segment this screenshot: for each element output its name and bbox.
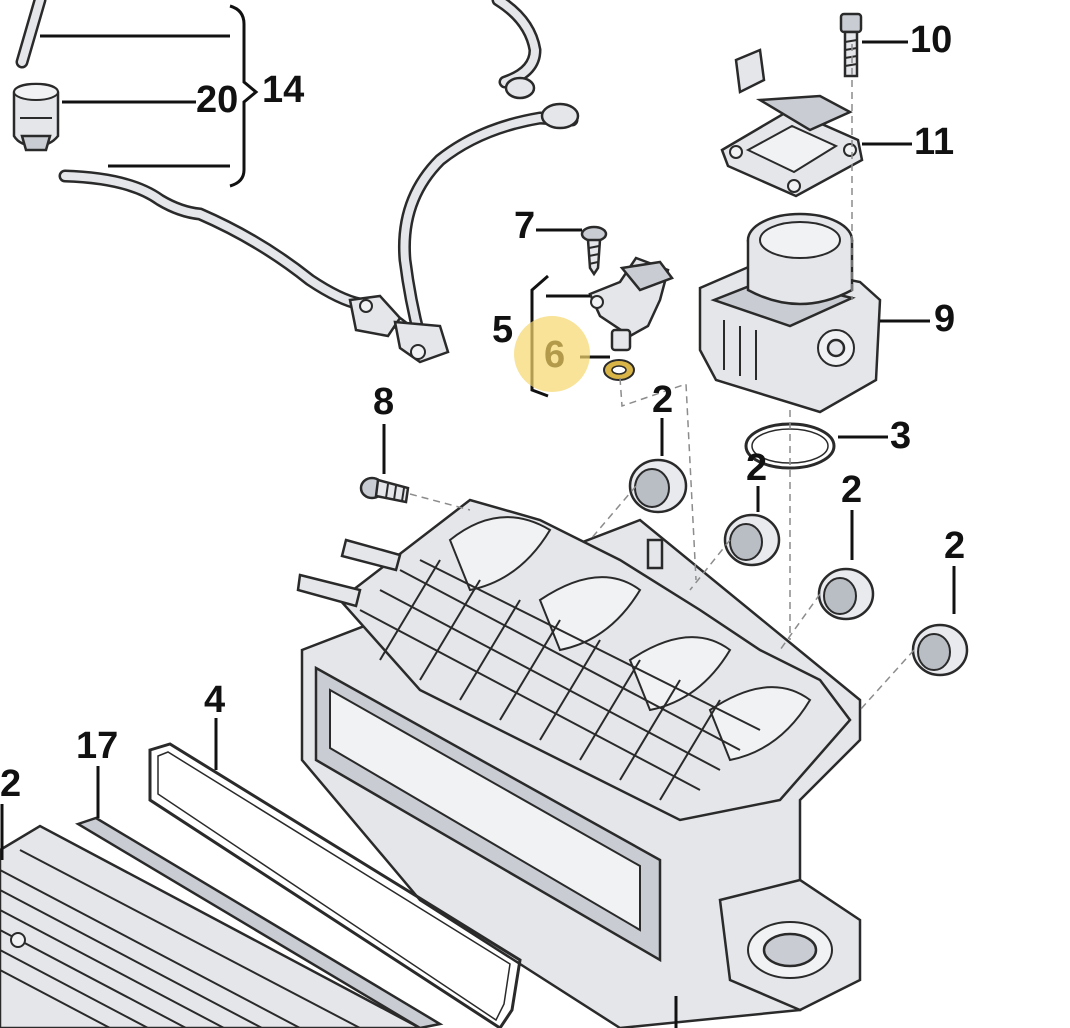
callout-8: 8 bbox=[373, 381, 394, 423]
callout-11: 11 bbox=[914, 121, 954, 163]
seal-ring-2-c bbox=[817, 567, 875, 621]
bolt-8 bbox=[359, 476, 410, 504]
intercooler bbox=[0, 824, 421, 1028]
callout-10: 10 bbox=[910, 19, 952, 61]
check-valve bbox=[12, 82, 60, 152]
callout-2-a: 2 bbox=[652, 379, 673, 421]
group-bracket-14 bbox=[40, 4, 259, 188]
hose-assembly bbox=[15, 0, 580, 364]
callout-2-e: 2 bbox=[0, 763, 21, 805]
callout-2-b: 2 bbox=[746, 447, 767, 489]
mounting-bracket-11 bbox=[720, 48, 864, 198]
seal-ring-2-a bbox=[628, 458, 688, 514]
pressure-sensor bbox=[588, 256, 675, 352]
callout-17: 17 bbox=[76, 725, 118, 767]
screw-7 bbox=[580, 225, 608, 277]
callout-14: 14 bbox=[262, 69, 304, 111]
gasket-17 bbox=[75, 816, 444, 1028]
assembly-lines bbox=[409, 44, 915, 711]
callout-9: 9 bbox=[934, 298, 955, 340]
callout-labels: 10 11 9 3 7 5 6 8 2 2 2 2 4 17 2 20 14 bbox=[0, 19, 965, 805]
bolt-10 bbox=[839, 12, 863, 78]
callout-6[interactable]: 6 bbox=[544, 334, 565, 376]
callout-3: 3 bbox=[890, 415, 911, 457]
seal-ring-6 bbox=[603, 359, 635, 381]
callout-7: 7 bbox=[514, 205, 535, 247]
intake-manifold bbox=[296, 498, 862, 1028]
callout-2-d: 2 bbox=[944, 525, 965, 567]
gasket-4 bbox=[148, 742, 522, 1028]
leader-lines bbox=[0, 40, 956, 1028]
callout-highlight bbox=[514, 316, 590, 392]
callout-4: 4 bbox=[204, 679, 225, 721]
throttle-body-9 bbox=[698, 212, 882, 414]
callout-20: 20 bbox=[196, 79, 238, 121]
seal-ring-2-d bbox=[911, 623, 969, 677]
callout-2-c: 2 bbox=[841, 469, 862, 511]
callout-5: 5 bbox=[492, 309, 513, 351]
seal-ring-2-b bbox=[723, 513, 781, 567]
